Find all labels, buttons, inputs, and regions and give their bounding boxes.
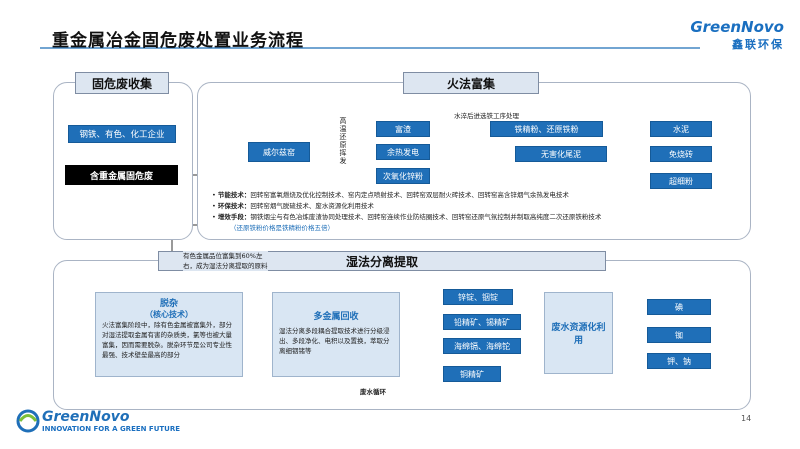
tech-item: • 增效手段：钢铁烟尘与有色冶炼废渣协同处理技术、回转窑连续作业防结圈技术、回转…: [212, 213, 602, 221]
product-copper: 铜精矿: [443, 366, 501, 382]
recovery-title: 多金属回收: [313, 312, 359, 322]
footer-brand: GreenNovo: [42, 409, 130, 425]
impurity-box: 脱杂 （核心技术） 火法富集阶段中，除有色金属被富集外，部分对湿法提取金属有害的…: [95, 292, 243, 377]
tech-item: • 环保技术：回转窑烟气脱硫技术、废水资源化利用技术: [212, 202, 374, 210]
enrich-note: 有色金属品位富集到60%左 右，成为湿法分离提取的原料: [183, 251, 268, 271]
page-title: 重金属冶金固危废处置业务流程: [52, 31, 304, 51]
kiln-box: 威尔兹窑: [248, 142, 310, 162]
output-power: 余热发电: [376, 144, 430, 160]
product-lead-tin: 铅精矿、锡精矿: [443, 314, 521, 330]
water-reuse-box: 废水资源化利用: [544, 292, 613, 374]
wet-header: 湿法分离提取: [158, 251, 606, 271]
recovery-body: 湿法分离多段耦合提取技术进行分级浸出、多段净化、电积以及置换，萃取分离细铟锗等: [279, 327, 390, 355]
output-slag: 富渣: [376, 121, 430, 137]
impurity-sub: （核心技术）: [145, 310, 193, 319]
tailing-box: 无害化尾泥: [515, 146, 607, 162]
product-zinc-indium: 锌锭、铟锭: [443, 289, 513, 305]
powder-box: 超细粉: [650, 173, 712, 189]
iron-powder-box: 铁精粉、还原铁粉: [490, 121, 603, 137]
collection-header: 固危废收集: [75, 72, 169, 94]
footer-logo: GreenNovo INNOVATION FOR A GREEN FUTURE: [42, 409, 180, 433]
impurity-title: 脱杂: [159, 299, 178, 309]
tech-list: • 节能技术：回转窑富氧燃烧及优化控制技术、窑内定点喷射技术、回转窑双层耐火砖技…: [212, 190, 747, 234]
footer-slogan: INNOVATION FOR A GREEN FUTURE: [42, 425, 181, 433]
brand-logo: GreenNovo 鑫联环保: [690, 18, 784, 52]
cement-box: 水泥: [650, 121, 712, 137]
brick-box: 免烧砖: [650, 146, 712, 162]
page-number: 14: [741, 414, 752, 423]
recovery-box: 多金属回收 湿法分离多段耦合提取技术进行分级浸出、多段净化、电积以及置换，萃取分…: [272, 292, 400, 377]
impurity-body: 火法富集阶段中，除有色金属被富集外，部分对湿法提取金属有害的杂质类，氯等也被大量…: [102, 321, 232, 359]
product-cadmium-thallium: 海绵镉、海绵铊: [443, 338, 521, 354]
sources-box: 钢铁、有色、化工企业: [68, 125, 176, 143]
brand-cn: 鑫联环保: [732, 38, 784, 51]
collection-panel: [53, 82, 193, 240]
output-zno: 次氧化锌粉: [376, 168, 430, 184]
product-potassium-sodium: 钾、钠: [647, 353, 711, 369]
price-note: （还原铁粉价格是铁精粉价格五倍）: [230, 224, 334, 232]
product-iodine: 碘: [647, 299, 711, 315]
waste-box: 含重金属固危废: [65, 165, 178, 185]
reduction-label: 高温还原挥发: [339, 117, 347, 165]
fire-header: 火法富集: [403, 72, 539, 94]
product-rubidium: 铷: [647, 327, 711, 343]
tech-item: • 节能技术：回转窑富氧燃烧及优化控制技术、窑内定点喷射技术、回转窑双层耐火砖技…: [212, 191, 569, 199]
water-quench-label: 水淬后进选铁工序处理: [454, 112, 519, 120]
recycle-label: 废水循环: [360, 388, 386, 396]
brand-en: GreenNovo: [690, 18, 784, 36]
